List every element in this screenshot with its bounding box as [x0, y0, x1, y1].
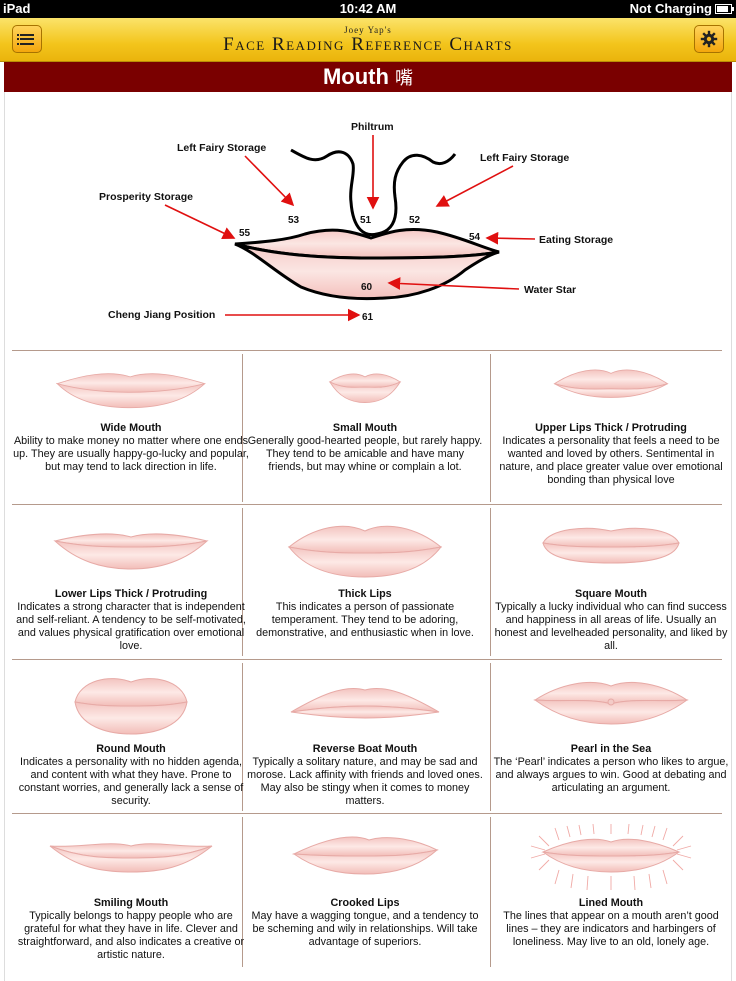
grid-divider [242, 663, 243, 811]
arrow-left-fairy-2 [435, 165, 514, 207]
device-name: iPad [3, 1, 31, 16]
mouth-type-description: Typically belongs to happy people who ar… [17, 910, 245, 961]
mouth-type-description: Typically a lucky individual who can fin… [494, 601, 728, 652]
arrow-left-fairy-1 [244, 155, 295, 207]
mouth-type-title: Round Mouth [96, 743, 166, 755]
mouth-type-description: Indicates a personality with no hidden a… [18, 756, 244, 807]
list-icon [17, 33, 34, 45]
settings-button[interactable] [694, 25, 724, 53]
gear-icon [700, 30, 718, 48]
mouth-type-title: Pearl in the Sea [570, 743, 652, 755]
section-title-chinese: 嘴 [395, 68, 414, 88]
point-60: 60 [361, 282, 373, 293]
lined-mouth-icon [530, 823, 692, 891]
mouth-type-title: Wide Mouth [100, 422, 162, 434]
mouth-type-title: Thick Lips [338, 588, 392, 600]
chart-content: Philtrum Left Fairy Storage Left Fairy S… [4, 92, 732, 981]
grid-divider [242, 354, 243, 502]
mouth-type-title: Upper Lips Thick / Protruding [535, 422, 687, 434]
arrow-water-star [387, 277, 520, 290]
mouth-type-title: Lined Mouth [578, 897, 644, 909]
round-mouth-icon [74, 678, 188, 735]
mouth-type-description: This indicates a person of passionate te… [256, 601, 474, 639]
grid-divider [12, 504, 722, 505]
mouth-type-description: Typically a solitary nature, and may be … [247, 756, 483, 807]
mouth-type-description: May have a wagging tongue, and a tendenc… [251, 910, 479, 948]
label-left-fairy-storage: Left Fairy Storage [177, 142, 266, 154]
point-53: 53 [288, 215, 300, 226]
app-header: Joey Yap's Face Reading Reference Charts [0, 18, 736, 62]
pearl-in-the-sea-icon [533, 681, 689, 725]
mouth-type-description: Indicates a strong character that is ind… [16, 601, 246, 652]
mouth-type-title: Reverse Boat Mouth [312, 743, 418, 755]
square-mouth-icon [542, 527, 680, 564]
label-water-star: Water Star [524, 284, 576, 296]
battery-icon [715, 4, 734, 14]
grid-divider [490, 817, 491, 967]
mouth-type-description: The lines that appear on a mouth aren’t … [503, 910, 719, 948]
status-bar: iPad 10:42 AM Not Charging [0, 0, 736, 18]
grid-divider [12, 813, 722, 814]
mouth-diagram: Philtrum Left Fairy Storage Left Fairy S… [99, 121, 613, 323]
grid-divider [490, 508, 491, 656]
mouth-type-title: Small Mouth [332, 422, 398, 434]
mouth-type-description: Ability to make money no matter where on… [13, 435, 249, 473]
section-banner: Mouth 嘴 [4, 62, 732, 92]
point-54: 54 [469, 232, 481, 243]
app-subtitle: Joey Yap's [344, 25, 392, 35]
label-cheng-jiang: Cheng Jiang Position [108, 309, 215, 321]
section-title: Mouth [322, 64, 389, 89]
label-eating-storage: Eating Storage [539, 234, 613, 246]
grid-divider [12, 350, 722, 351]
wide-mouth-icon [55, 373, 207, 409]
mouth-type-description: Indicates a personality that feels a nee… [499, 435, 723, 486]
small-mouth-icon [328, 373, 402, 404]
reverse-boat-mouth-icon [290, 687, 440, 719]
arrow-prosperity [164, 204, 236, 239]
thick-lips-icon [287, 525, 443, 578]
mouth-type-description: The ‘Pearl’ indicates a person who likes… [493, 756, 729, 794]
philtrum-outline [290, 148, 457, 237]
arrow-eating [485, 231, 536, 245]
clock: 10:42 AM [339, 1, 397, 16]
point-55: 55 [239, 228, 251, 239]
mouth-type-title: Square Mouth [575, 588, 647, 600]
smiling-mouth-icon [49, 843, 213, 873]
grid-divider [12, 659, 722, 660]
app-title: Face Reading Reference Charts [223, 34, 513, 55]
grid-divider [242, 817, 243, 967]
label-left-fairy-storage-2: Left Fairy Storage [480, 152, 569, 164]
lower-lips-thick-icon [53, 533, 209, 570]
point-51: 51 [360, 215, 372, 226]
grid-divider [242, 508, 243, 656]
mouth-type-description: Generally good-hearted people, but rarel… [247, 435, 483, 473]
label-philtrum: Philtrum [351, 121, 394, 133]
menu-button[interactable] [12, 25, 42, 53]
upper-lips-thick-icon [553, 369, 669, 398]
label-prosperity-storage: Prosperity Storage [99, 191, 193, 203]
point-61: 61 [362, 312, 374, 323]
mouth-type-title: Lower Lips Thick / Protruding [54, 588, 208, 600]
mouth-type-title: Smiling Mouth [93, 897, 169, 909]
point-52: 52 [409, 215, 421, 226]
charging-status: Not Charging [629, 1, 712, 16]
mouth-type-title: Crooked Lips [330, 897, 400, 909]
grid-divider [490, 663, 491, 811]
grid-divider [490, 354, 491, 502]
battery-level [717, 6, 728, 12]
crooked-lips-icon [292, 836, 439, 875]
